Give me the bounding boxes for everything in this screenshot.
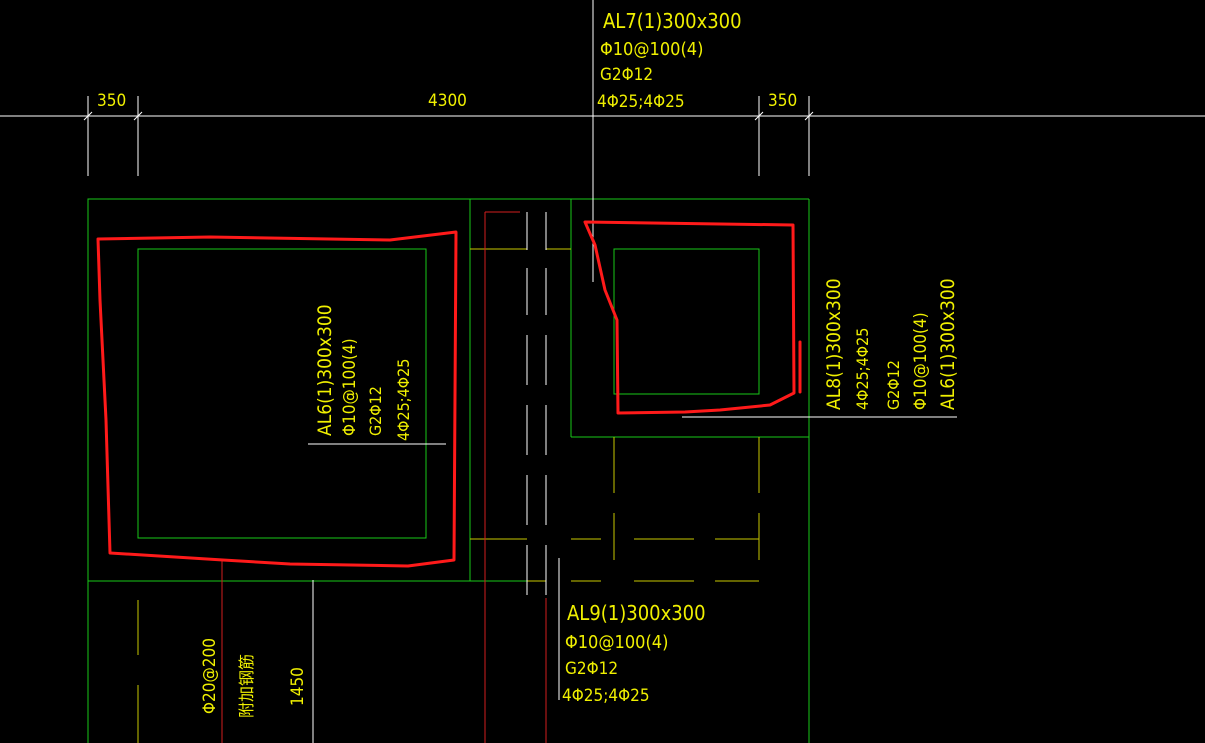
al8-main: 4Φ25;4Φ25 — [853, 328, 872, 410]
al7-stirrup: Φ10@100(4) — [600, 39, 703, 60]
dimension-chain — [0, 96, 1205, 176]
outer-left-block — [87, 198, 471, 582]
rebar-spacing-note: Φ20@200 — [200, 638, 220, 714]
column-lines — [221, 211, 547, 743]
al8-side: G2Φ12 — [884, 360, 903, 410]
al6-stirrup: Φ10@100(4) — [340, 338, 360, 436]
axis-lines — [137, 248, 760, 743]
al6-name: AL6(1)300x300 — [314, 304, 336, 436]
beam-center-lines — [526, 212, 547, 595]
al6-right-name: AL6(1)300x300 — [937, 278, 959, 410]
al7-side: G2Φ12 — [600, 65, 653, 85]
additional-rebar-note: 附加钢筋 — [237, 654, 256, 718]
inner-right-opening — [613, 248, 760, 395]
al9-name: AL9(1)300x300 — [567, 601, 706, 625]
al7-annotation: AL7(1)300x300 Φ10@100(4) G2Φ12 4Φ25;4Φ25 — [597, 9, 742, 112]
al8-annotation: AL8(1)300x300 4Φ25;4Φ25 G2Φ12 Φ10@100(4)… — [823, 278, 959, 410]
al6-main: 4Φ25;4Φ25 — [394, 359, 413, 441]
al6-center-annotation: AL6(1)300x300 Φ10@100(4) G2Φ12 4Φ25;4Φ25 — [314, 304, 413, 441]
hand-markup — [96, 220, 802, 568]
al9-side: G2Φ12 — [565, 659, 618, 679]
al7-main: 4Φ25;4Φ25 — [597, 92, 685, 112]
leader-lines — [308, 0, 957, 743]
dim-right-label: 350 — [768, 91, 797, 111]
dim-middle-label: 4300 — [428, 91, 467, 111]
dimension-tick — [804, 111, 814, 121]
al9-annotation: AL9(1)300x300 Φ10@100(4) G2Φ12 4Φ25;4Φ25 — [562, 601, 706, 706]
right-markup-outline — [583, 220, 796, 415]
dimension-tick — [133, 111, 143, 121]
dim-left-label: 350 — [97, 91, 126, 111]
al8-name: AL8(1)300x300 — [823, 278, 845, 410]
dim-bottom-label: 1450 — [288, 667, 308, 706]
al6-side: G2Φ12 — [366, 386, 385, 436]
bottom-notes: Φ20@200 附加钢筋 1450 — [200, 638, 308, 718]
al9-stirrup: Φ10@100(4) — [565, 632, 668, 653]
inner-left-opening — [137, 248, 427, 539]
al9-main: 4Φ25;4Φ25 — [562, 686, 650, 706]
al7-name: AL7(1)300x300 — [603, 9, 742, 33]
walls — [87, 198, 810, 743]
left-markup-outline — [96, 230, 458, 568]
dimension-tick — [754, 111, 764, 121]
dimension-tick — [83, 111, 93, 121]
al8-stirrup: Φ10@100(4) — [911, 312, 931, 410]
